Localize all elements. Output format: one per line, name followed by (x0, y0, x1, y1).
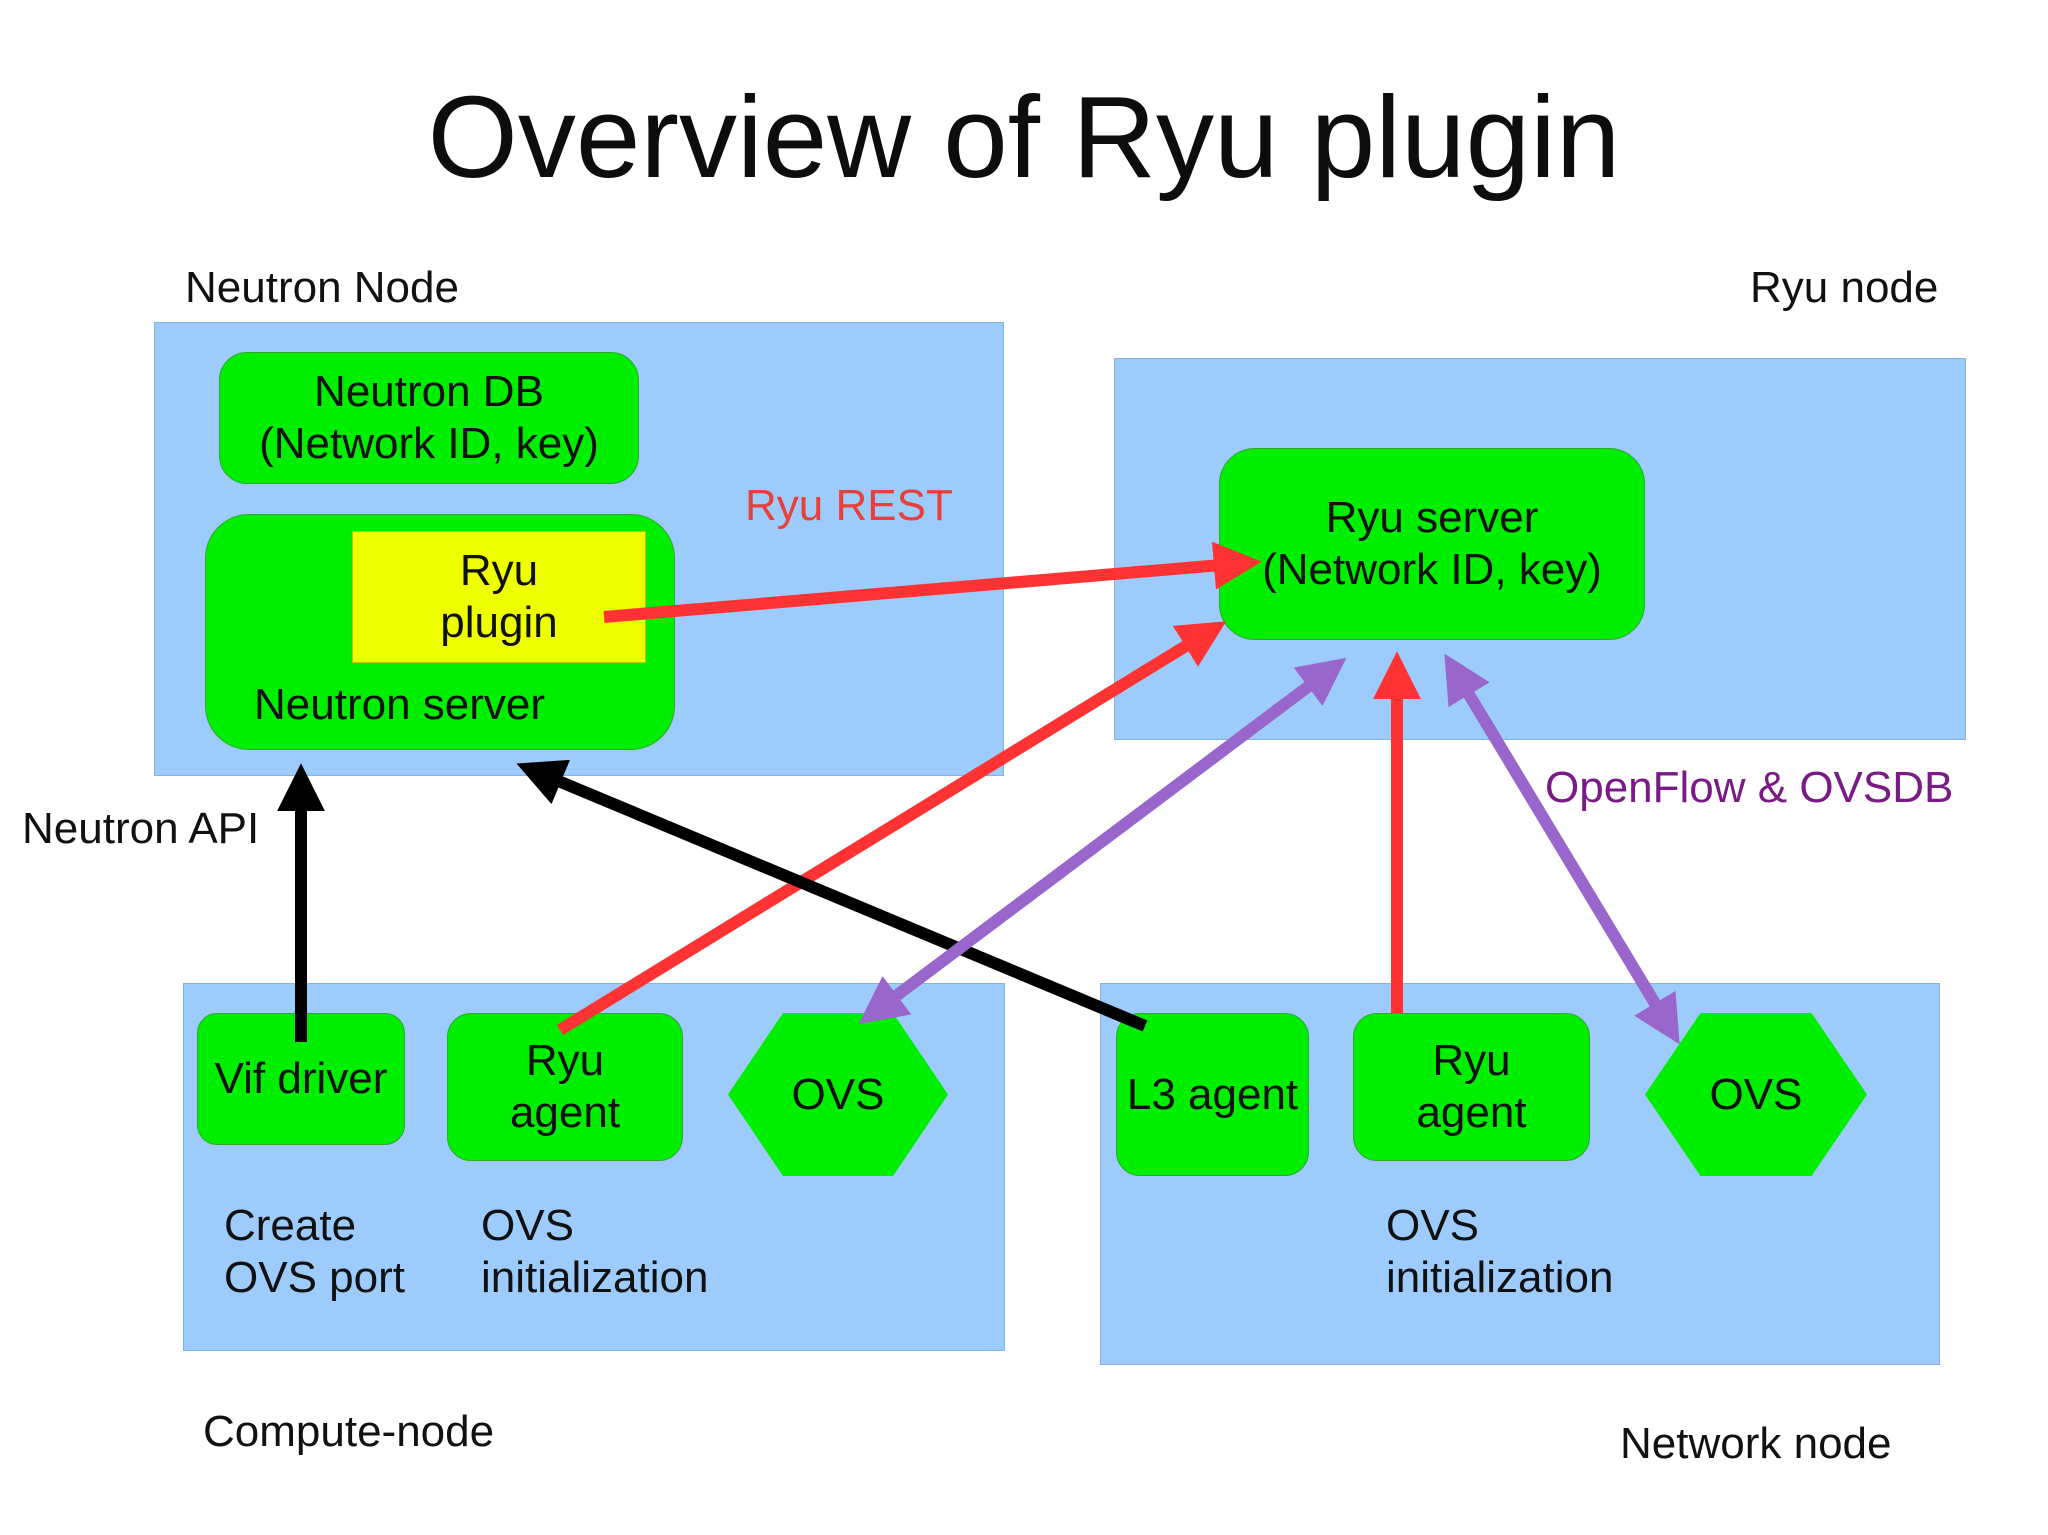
page-title: Overview of Ryu plugin (427, 72, 1621, 202)
network-node-label: Network node (1620, 1419, 1892, 1468)
ryu-rest-label: Ryu REST (745, 481, 953, 530)
neutron-server-label: Neutron server (254, 680, 546, 729)
ryu-node-label: Ryu node (1750, 263, 1939, 312)
neutron-api-label: Neutron API (22, 804, 260, 853)
ovs-init-compute-note: OVS initialization (481, 1201, 709, 1302)
l3-agent-box: L3 agent (1116, 1013, 1309, 1176)
vif-driver-box: Vif driver (197, 1013, 405, 1145)
openflow-ovsdb-label: OpenFlow & OVSDB (1545, 763, 1954, 812)
ryu-plugin-box: Ryu plugin (352, 531, 646, 663)
ovs-init-network-note: OVS initialization (1386, 1201, 1614, 1302)
ryu-server-box: Ryu server (Network ID, key) (1219, 448, 1645, 640)
compute-node-label: Compute-node (203, 1407, 495, 1456)
ryu-agent-compute-box: Ryu agent (447, 1013, 683, 1161)
neutron-db-box: Neutron DB (Network ID, key) (219, 352, 639, 484)
neutron-node-label: Neutron Node (185, 263, 459, 312)
ryu-agent-network-box: Ryu agent (1353, 1013, 1590, 1161)
create-ovs-port-note: Create OVS port (224, 1201, 405, 1302)
